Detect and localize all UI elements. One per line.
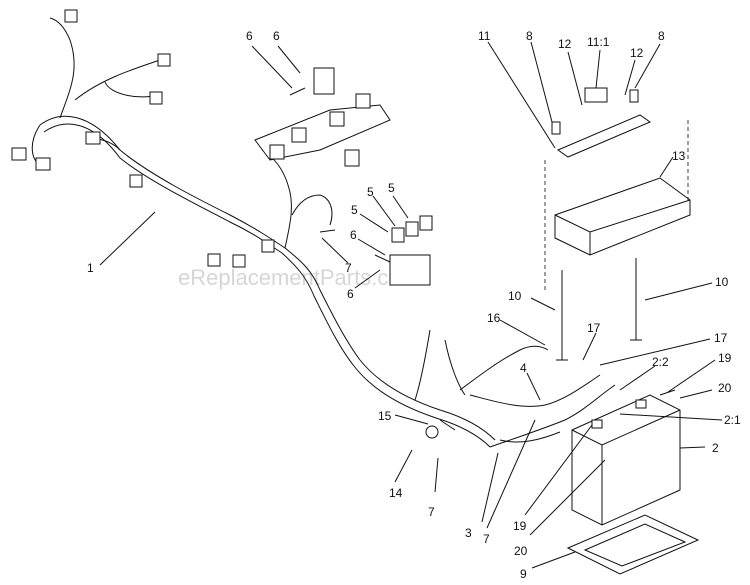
- leader-lines: [99, 41, 723, 569]
- fuse-block: [254, 67, 433, 286]
- label-2: 2: [712, 441, 719, 455]
- label-10a: 10: [508, 289, 522, 303]
- label-4: 4: [520, 361, 527, 375]
- label-6d: 6: [347, 287, 354, 301]
- label-7b: 7: [428, 505, 435, 519]
- part-labels: 1 6 6 5 5 5 6 7 6 11 8 12 11:1 12 8 13 1…: [87, 29, 741, 581]
- label-8b: 8: [658, 29, 665, 43]
- label-5a: 5: [367, 185, 374, 199]
- label-8a: 8: [526, 29, 533, 43]
- label-20b: 20: [514, 544, 528, 558]
- label-20a: 20: [718, 381, 732, 395]
- battery: [571, 394, 681, 526]
- label-13: 13: [672, 149, 686, 163]
- label-6c: 6: [350, 228, 357, 242]
- label-9: 9: [520, 567, 527, 581]
- battery-tray: [566, 514, 700, 575]
- battery-cover: [544, 120, 691, 290]
- label-14: 14: [389, 486, 403, 500]
- label-10b: 10: [715, 275, 729, 289]
- wire-harness: [11, 9, 616, 448]
- label-5b: 5: [388, 181, 395, 195]
- label-17a: 17: [587, 321, 601, 335]
- watermark-text: eReplacementParts.com: [178, 265, 419, 290]
- label-6a: 6: [246, 29, 253, 43]
- fasteners: [289, 87, 676, 439]
- label-19a: 19: [718, 351, 732, 365]
- label-19b: 19: [513, 519, 527, 533]
- label-17b: 17: [714, 331, 728, 345]
- hold-down-rods: [556, 258, 642, 361]
- label-7a: 7: [345, 261, 352, 275]
- label-12b: 12: [630, 46, 644, 60]
- label-11-1: 11:1: [587, 35, 610, 49]
- label-6b: 6: [273, 29, 280, 43]
- label-5c: 5: [351, 203, 358, 217]
- battery-bracket: [551, 87, 652, 158]
- label-3: 3: [465, 526, 472, 540]
- label-1: 1: [87, 261, 94, 275]
- label-11: 11: [478, 29, 491, 43]
- label-2-2: 2:2: [652, 355, 669, 369]
- label-2-1: 2:1: [724, 413, 741, 427]
- label-7c: 7: [483, 532, 490, 546]
- label-16: 16: [487, 311, 501, 325]
- label-12a: 12: [558, 37, 572, 51]
- label-15: 15: [378, 409, 392, 423]
